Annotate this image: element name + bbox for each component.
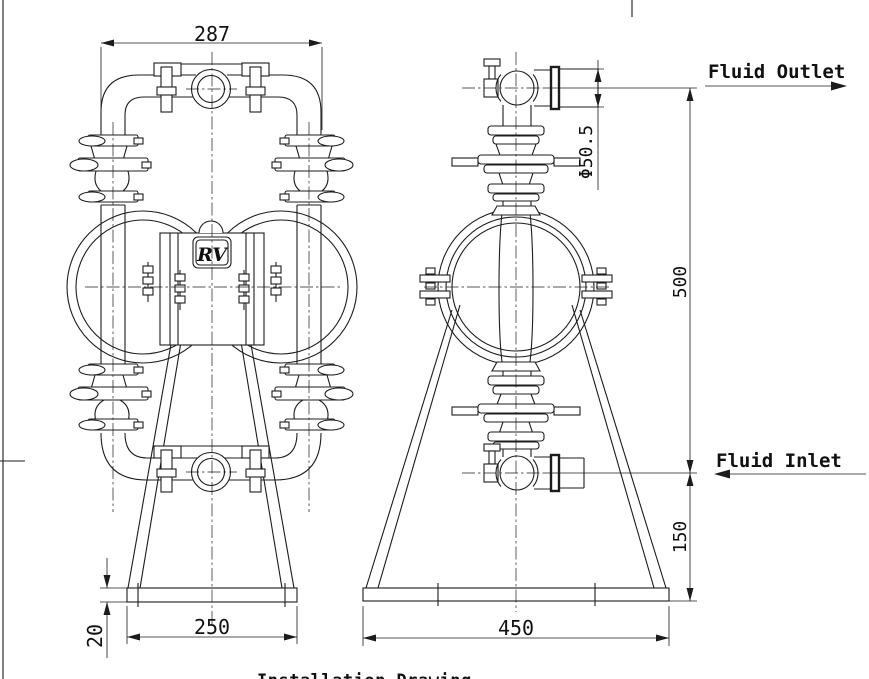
fluid-outlet-callout: Fluid Outlet (705, 61, 847, 91)
front-view: RV (66, 52, 358, 625)
dim-500-label: 500 (670, 266, 691, 299)
flow-labels: Fluid Outlet Fluid Inlet (705, 61, 866, 479)
fluid-inlet-label: Fluid Inlet (716, 450, 842, 472)
outlet-valve-handle (483, 58, 501, 67)
dim-250-label: 250 (194, 615, 230, 639)
dim-port-diameter-label: Φ50.5 (576, 125, 597, 179)
inlet-valve-handle (483, 443, 501, 452)
side-centerlines (424, 52, 610, 612)
logo-text: RV (196, 244, 229, 266)
right-column (271, 134, 354, 431)
side-stand-legs (365, 304, 667, 589)
sheet-frame (0, 0, 633, 679)
outlet-flow-arrow-icon (831, 81, 847, 91)
dim-450: 450 (362, 606, 670, 646)
inlet-flow-arrow-icon (714, 469, 730, 479)
dim-287-label: 287 (194, 22, 230, 46)
body-clamp-bolts (142, 262, 282, 310)
left-band-lug (419, 274, 451, 283)
left-column (69, 134, 152, 431)
dim-20-label: 20 (83, 624, 107, 648)
dim-500: 500 (545, 87, 697, 474)
drawing-caption: Installation Drawing (257, 671, 472, 679)
front-centerlines (85, 52, 340, 625)
dimensions: 287 250 20 450 Φ50.5 (83, 22, 697, 658)
dim-450-label: 450 (498, 616, 534, 640)
dim-150-label: 150 (670, 521, 691, 554)
side-view (362, 52, 670, 612)
fluid-outlet-label: Fluid Outlet (708, 61, 845, 83)
housing-waist-right (529, 212, 534, 363)
dim-port-diameter: Φ50.5 (559, 60, 604, 190)
dim-250: 250 (126, 606, 298, 644)
dim-20: 20 (83, 558, 127, 658)
dim-150: 150 (668, 473, 697, 602)
fluid-inlet-callout: Fluid Inlet (714, 450, 866, 479)
housing-waist-left (498, 212, 503, 363)
right-band-lug (581, 274, 613, 283)
dim-287: 287 (100, 22, 323, 130)
